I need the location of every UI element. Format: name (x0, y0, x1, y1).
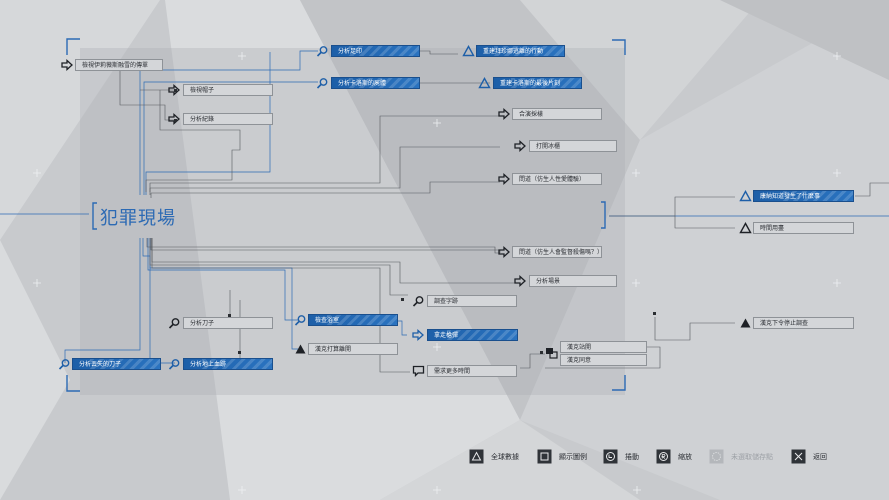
node-hank-kill[interactable]: 漢克打算離開 (308, 343, 398, 355)
triangle-icon (478, 77, 491, 89)
triangle-button-icon[interactable] (469, 449, 484, 464)
dialogue-icon (546, 348, 558, 359)
arrow-icon (498, 108, 510, 120)
node-footprints[interactable]: 分析足印 (331, 45, 420, 57)
node-investigate-doc[interactable]: 調查字跡 (427, 295, 517, 307)
node-need-time[interactable]: 需求更多時間 (427, 365, 517, 377)
junction-dot (653, 312, 656, 315)
triangle-icon (295, 344, 306, 354)
disabled-circle-icon (709, 449, 724, 464)
legend-label: 縮放 (678, 453, 692, 461)
triangle-icon (739, 190, 752, 202)
legend-label: 捲動 (625, 453, 639, 461)
triangle-icon (462, 45, 475, 57)
junction-dot (228, 314, 231, 317)
node-record[interactable]: 分析紀錄 (183, 113, 273, 125)
node-blood-floor[interactable]: 分析地上血跡 (183, 358, 273, 370)
node-analyze-scene[interactable]: 分析場景 (529, 275, 617, 287)
arrow-icon (498, 173, 510, 185)
arrow-icon (61, 59, 73, 71)
node-hank-stand[interactable]: 漢克站開 (560, 341, 647, 353)
magnifier-icon (168, 318, 180, 329)
magnifier-icon (412, 296, 424, 307)
left-stick-icon[interactable] (603, 449, 618, 464)
legend-label: 顯示圖例 (559, 453, 587, 461)
arrow-icon (498, 246, 510, 258)
junction-dot (238, 351, 241, 354)
junction-dot (174, 89, 177, 92)
speech-bubble-icon (412, 365, 425, 377)
magnifier-icon (316, 78, 328, 89)
node-ask-2[interactable]: 問道（仿生人會監督殺傷嗎？） (512, 246, 602, 258)
legend-label: 返回 (813, 453, 827, 461)
arrow-icon (412, 329, 424, 341)
node-analyze-blood[interactable]: 分析卡洛斯的屍體 (331, 77, 420, 89)
scene-title[interactable]: 犯罪現場 (100, 208, 176, 229)
node-learn-what[interactable]: 康納知道發生了什麼事 (753, 190, 854, 202)
node-hank-stop[interactable]: 漢克下令停止調查 (753, 317, 854, 329)
node-reconstruct-run[interactable]: 重建拜珍娜逃離的行動 (476, 45, 565, 57)
node-open-fridge[interactable]: 打開冰櫃 (529, 140, 617, 152)
node-reconstruct-kill[interactable]: 重建卡洛斯的最後片刻 (493, 77, 582, 89)
junction-dot (540, 351, 543, 354)
magnifier-icon (294, 315, 306, 326)
cross-button-icon[interactable] (791, 449, 806, 464)
node-ask-1[interactable]: 問道（仿生人性愛體驗） (512, 173, 602, 185)
triangle-icon (739, 222, 752, 234)
junction-dot (174, 119, 177, 122)
node-lost-knife[interactable]: 分析丟失的刀子 (72, 358, 161, 370)
node-hat[interactable]: 檢視帽子 (183, 84, 273, 96)
legend-label: 全球數據 (491, 453, 519, 461)
node-tracker[interactable]: 檢視伊莉薇斯融雪的傳單 (75, 59, 163, 71)
arrow-icon (514, 275, 526, 287)
arrow-icon (514, 140, 526, 152)
square-button-icon[interactable] (537, 449, 552, 464)
legend-label: 未選取儲存點 (731, 453, 773, 461)
arrow-icon (168, 84, 180, 96)
node-knife[interactable]: 分析刀子 (183, 317, 273, 329)
node-hank-help[interactable]: 漢克同意 (560, 354, 647, 366)
magnifier-icon (316, 46, 328, 57)
junction-dot (401, 298, 404, 301)
right-stick-icon[interactable] (656, 449, 671, 464)
node-fit-testing[interactable]: 合演採樣 (512, 108, 602, 120)
node-search-bath[interactable]: 檢查浴室 (308, 314, 398, 326)
magnifier-icon (58, 359, 70, 370)
node-find-gun[interactable]: 拿走槍彈 (427, 329, 518, 341)
node-time-up[interactable]: 時間用盡 (753, 222, 854, 234)
magnifier-icon (168, 359, 180, 370)
triangle-icon (740, 318, 751, 328)
